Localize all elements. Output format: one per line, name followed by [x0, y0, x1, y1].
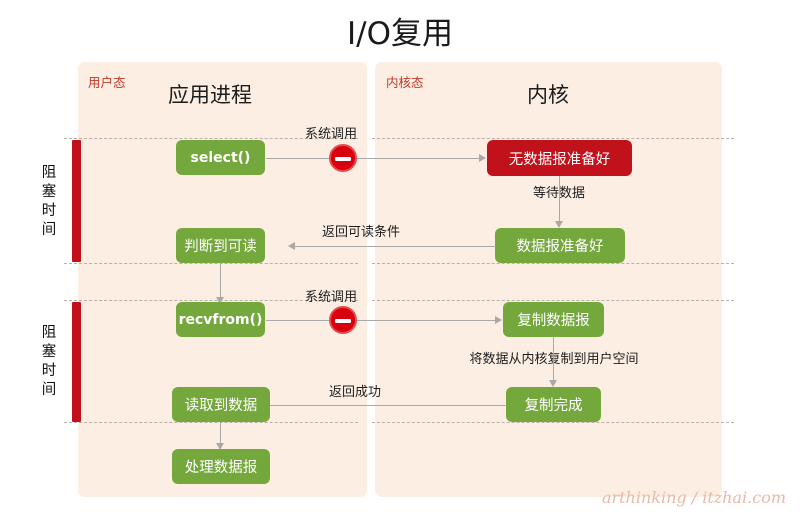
separator-line-1-left	[64, 138, 358, 139]
separator-line-2-left	[64, 263, 358, 264]
node-no-data-ready[interactable]: 无数据报准备好	[487, 140, 632, 176]
separator-line-4-right	[372, 422, 734, 423]
blocking-label-2-char-0: 阻	[41, 325, 57, 341]
node-process-datagram[interactable]: 处理数据报	[172, 449, 270, 484]
arrowhead-to-process-datagram	[215, 443, 224, 450]
blocking-bar-1	[72, 140, 81, 262]
arrowhead-to-copy-done	[548, 380, 557, 387]
arrowhead-to-recvfrom	[215, 297, 224, 304]
blocking-bar-2	[72, 302, 81, 422]
kernel-space-panel	[375, 62, 722, 497]
connector-dataready-to-judge	[293, 246, 496, 247]
blocking-label-2: 阻 塞 时 间	[38, 324, 60, 400]
arrowhead-to-judge-readable	[288, 241, 295, 250]
edge-label-return-readable: 返回可读条件	[322, 225, 401, 240]
blocking-label-1-char-3: 间	[41, 222, 57, 238]
node-judge-readable[interactable]: 判断到可读	[176, 228, 265, 263]
node-copy-datagram[interactable]: 复制数据报	[503, 302, 604, 337]
connector-judge-to-recvfrom	[220, 263, 221, 299]
edge-label-return-success: 返回成功	[329, 385, 382, 400]
separator-line-3-left	[64, 300, 358, 301]
node-select[interactable]: select()	[176, 140, 265, 175]
connector-stop-to-nodata	[357, 158, 481, 159]
blocking-label-1-char-1: 塞	[41, 184, 57, 200]
separator-line-2-right	[372, 263, 734, 264]
kernel-space-tag: 内核态	[386, 75, 424, 90]
node-recvfrom[interactable]: recvfrom()	[176, 302, 265, 337]
connector-read-to-process	[220, 422, 221, 444]
diagram-title: I/O复用	[347, 16, 453, 52]
separator-line-4-left	[64, 422, 358, 423]
blocking-label-1-char-0: 阻	[41, 165, 57, 181]
arrowhead-to-no-data-ready	[479, 153, 486, 162]
edge-label-copy-kernel-to-user: 将数据从内核复制到用户空间	[469, 352, 639, 367]
node-copy-done[interactable]: 复制完成	[506, 387, 601, 422]
blocking-label-1-char-2: 时	[41, 203, 57, 219]
arrowhead-to-data-ready	[554, 221, 563, 228]
user-space-tag: 用户态	[88, 75, 126, 90]
edge-label-syscall-1: 系统调用	[305, 127, 358, 142]
connector-stop-to-copy	[357, 320, 497, 321]
edge-label-wait-data: 等待数据	[532, 186, 585, 201]
separator-line-1-right	[372, 138, 734, 139]
blocking-label-2-char-2: 时	[41, 363, 57, 379]
arrowhead-to-copy-datagram	[495, 315, 502, 324]
user-space-heading: 应用进程	[168, 83, 252, 107]
no-entry-icon-2	[329, 306, 357, 334]
connector-copydone-to-read	[266, 405, 507, 406]
blocking-label-2-char-3: 间	[41, 382, 57, 398]
blocking-label-1: 阻 塞 时 间	[38, 164, 60, 240]
connector-recvfrom-to-stop	[266, 320, 329, 321]
separator-line-3-right	[372, 300, 734, 301]
connector-copy-to-done	[553, 337, 554, 381]
user-space-panel	[78, 62, 367, 497]
connector-select-to-stop	[266, 158, 329, 159]
no-entry-icon-1	[329, 144, 357, 172]
node-read-data[interactable]: 读取到数据	[172, 387, 270, 422]
connector-nodata-to-dataready	[559, 176, 560, 222]
node-data-ready[interactable]: 数据报准备好	[495, 228, 625, 263]
edge-label-syscall-2: 系统调用	[305, 290, 358, 305]
kernel-space-heading: 内核	[527, 83, 569, 107]
watermark: arthinking / itzhai.com	[601, 488, 786, 507]
blocking-label-2-char-1: 塞	[41, 344, 57, 360]
